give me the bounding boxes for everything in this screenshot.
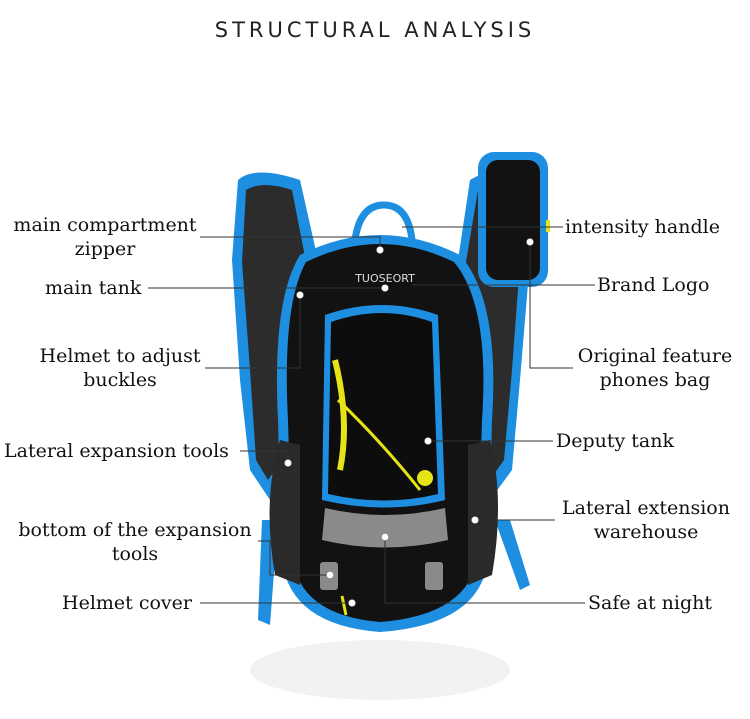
- label-lateral-expansion-tools: Lateral expansion tools: [4, 440, 229, 462]
- label-deputy-tank: Deputy tank: [556, 430, 674, 452]
- label-line: bottom of the expansion: [18, 519, 252, 541]
- label-line: Original feature: [577, 345, 733, 367]
- brand-logo-text: TUOSEORT: [354, 272, 415, 285]
- label-bottom-expansion-tools: bottom of the expansion tools: [10, 518, 260, 566]
- label-line: warehouse: [593, 521, 699, 543]
- label-line: phones bag: [599, 369, 711, 391]
- label-phones-bag: Original feature phones bag: [570, 344, 740, 392]
- page-title: STRUCTURAL ANALYSIS: [214, 18, 536, 42]
- label-line: Helmet to adjust: [39, 345, 201, 367]
- label-main-compartment-zipper: main compartment zipper: [10, 213, 200, 261]
- label-line: tools: [111, 543, 159, 565]
- label-line: Lateral extension: [562, 497, 730, 519]
- label-helmet-cover: Helmet cover: [62, 592, 192, 614]
- label-line: zipper: [74, 238, 136, 260]
- label-main-tank: main tank: [45, 277, 142, 299]
- label-line: main compartment: [13, 214, 197, 236]
- label-lateral-extension-warehouse: Lateral extension warehouse: [556, 496, 736, 544]
- label-safe-at-night: Safe at night: [588, 592, 713, 614]
- label-intensity-handle: intensity handle: [565, 216, 720, 238]
- label-brand-logo: Brand Logo: [597, 274, 710, 296]
- label-line: buckles: [83, 369, 157, 391]
- label-helmet-adjust-buckles: Helmet to adjust buckles: [30, 344, 210, 392]
